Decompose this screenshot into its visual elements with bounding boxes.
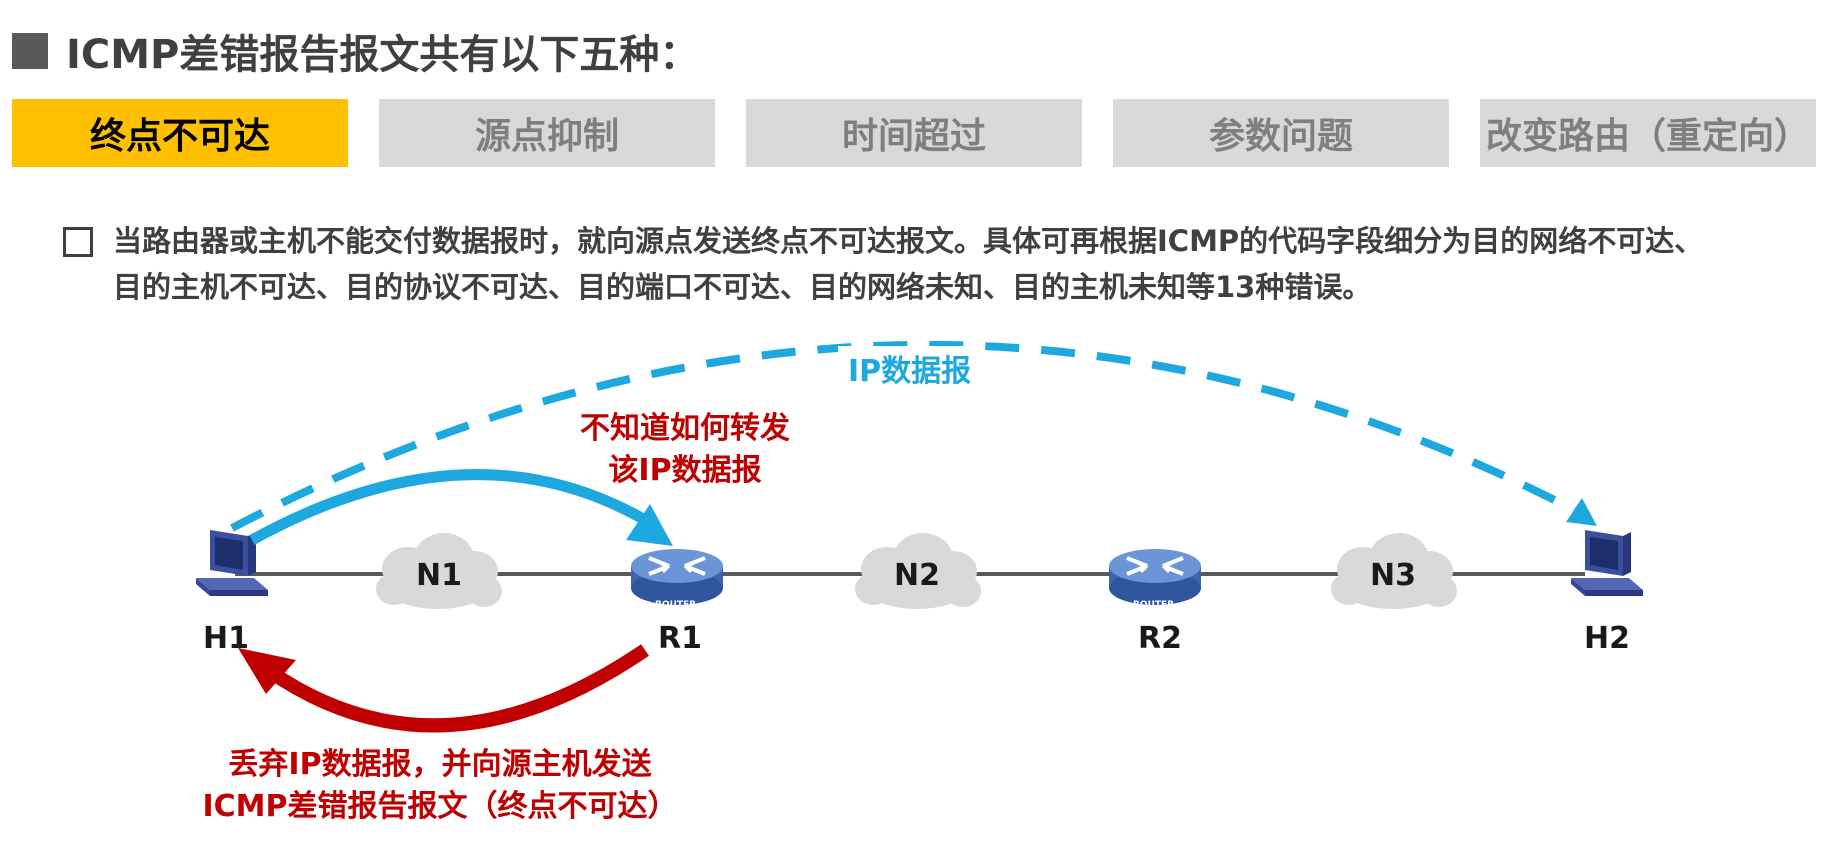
ip-datagram-label: IP数据报	[838, 346, 982, 390]
label-r1: R1	[658, 621, 702, 656]
ip-datagram-arrowhead	[1566, 498, 1597, 526]
label-r2: R2	[1138, 621, 1182, 656]
tab-time-exceeded[interactable]: 时间超过	[746, 99, 1082, 167]
description-line-1: 当路由器或主机不能交付数据报时，就向源点发送终点不可达报文。具体可再根据ICMP…	[113, 224, 1704, 258]
description-line-2: 目的主机不可达、目的协议不可达、目的端口不可达、目的网络未知、目的主机未知等13…	[113, 270, 1372, 304]
router-icon-r1	[629, 547, 725, 607]
title-row: ICMP差错报告报文共有以下五种：	[12, 22, 699, 80]
r1-to-h1-arrowhead	[238, 648, 296, 694]
h1-to-r1-arrowhead	[626, 504, 673, 546]
label-h2: H2	[1584, 621, 1630, 656]
r1-note-line-2: 该IP数据报	[608, 453, 762, 488]
router-badge-r1: ROUTER	[655, 600, 697, 610]
r1-note: 不知道如何转发 该IP数据报	[560, 408, 810, 492]
label-n3: N3	[1370, 558, 1416, 593]
ip-datagram-dashed-arc	[230, 340, 1580, 532]
h1-to-r1-arc	[249, 469, 648, 545]
router-badge-r2: ROUTER	[1133, 600, 1175, 610]
router-icon-r2	[1107, 547, 1203, 607]
tab-redirect[interactable]: 改变路由（重定向）	[1480, 99, 1816, 167]
label-h1: H1	[203, 621, 249, 656]
tab-source-quench[interactable]: 源点抑制	[379, 99, 715, 167]
r1-note-line-1: 不知道如何转发	[580, 411, 790, 446]
r1-to-h1-arc	[263, 644, 649, 733]
discard-note: 丢弃IP数据报，并向源主机发送 ICMP差错报告报文（终点不可达）	[180, 744, 700, 828]
description-checkbox[interactable]	[63, 227, 93, 257]
label-n1: N1	[416, 558, 462, 593]
tab-parameter-problem[interactable]: 参数问题	[1113, 99, 1449, 167]
description: 当路由器或主机不能交付数据报时，就向源点发送终点不可达报文。具体可再根据ICMP…	[113, 218, 1837, 310]
discard-note-line-1: 丢弃IP数据报，并向源主机发送	[228, 747, 652, 782]
tab-destination-unreachable[interactable]: 终点不可达	[12, 99, 348, 167]
page-title: ICMP差错报告报文共有以下五种：	[66, 32, 700, 78]
label-n2: N2	[894, 558, 940, 593]
discard-note-line-2: ICMP差错报告报文（终点不可达）	[202, 789, 678, 824]
title-bullet-square	[12, 33, 48, 69]
host-icon-h2	[1571, 530, 1643, 596]
